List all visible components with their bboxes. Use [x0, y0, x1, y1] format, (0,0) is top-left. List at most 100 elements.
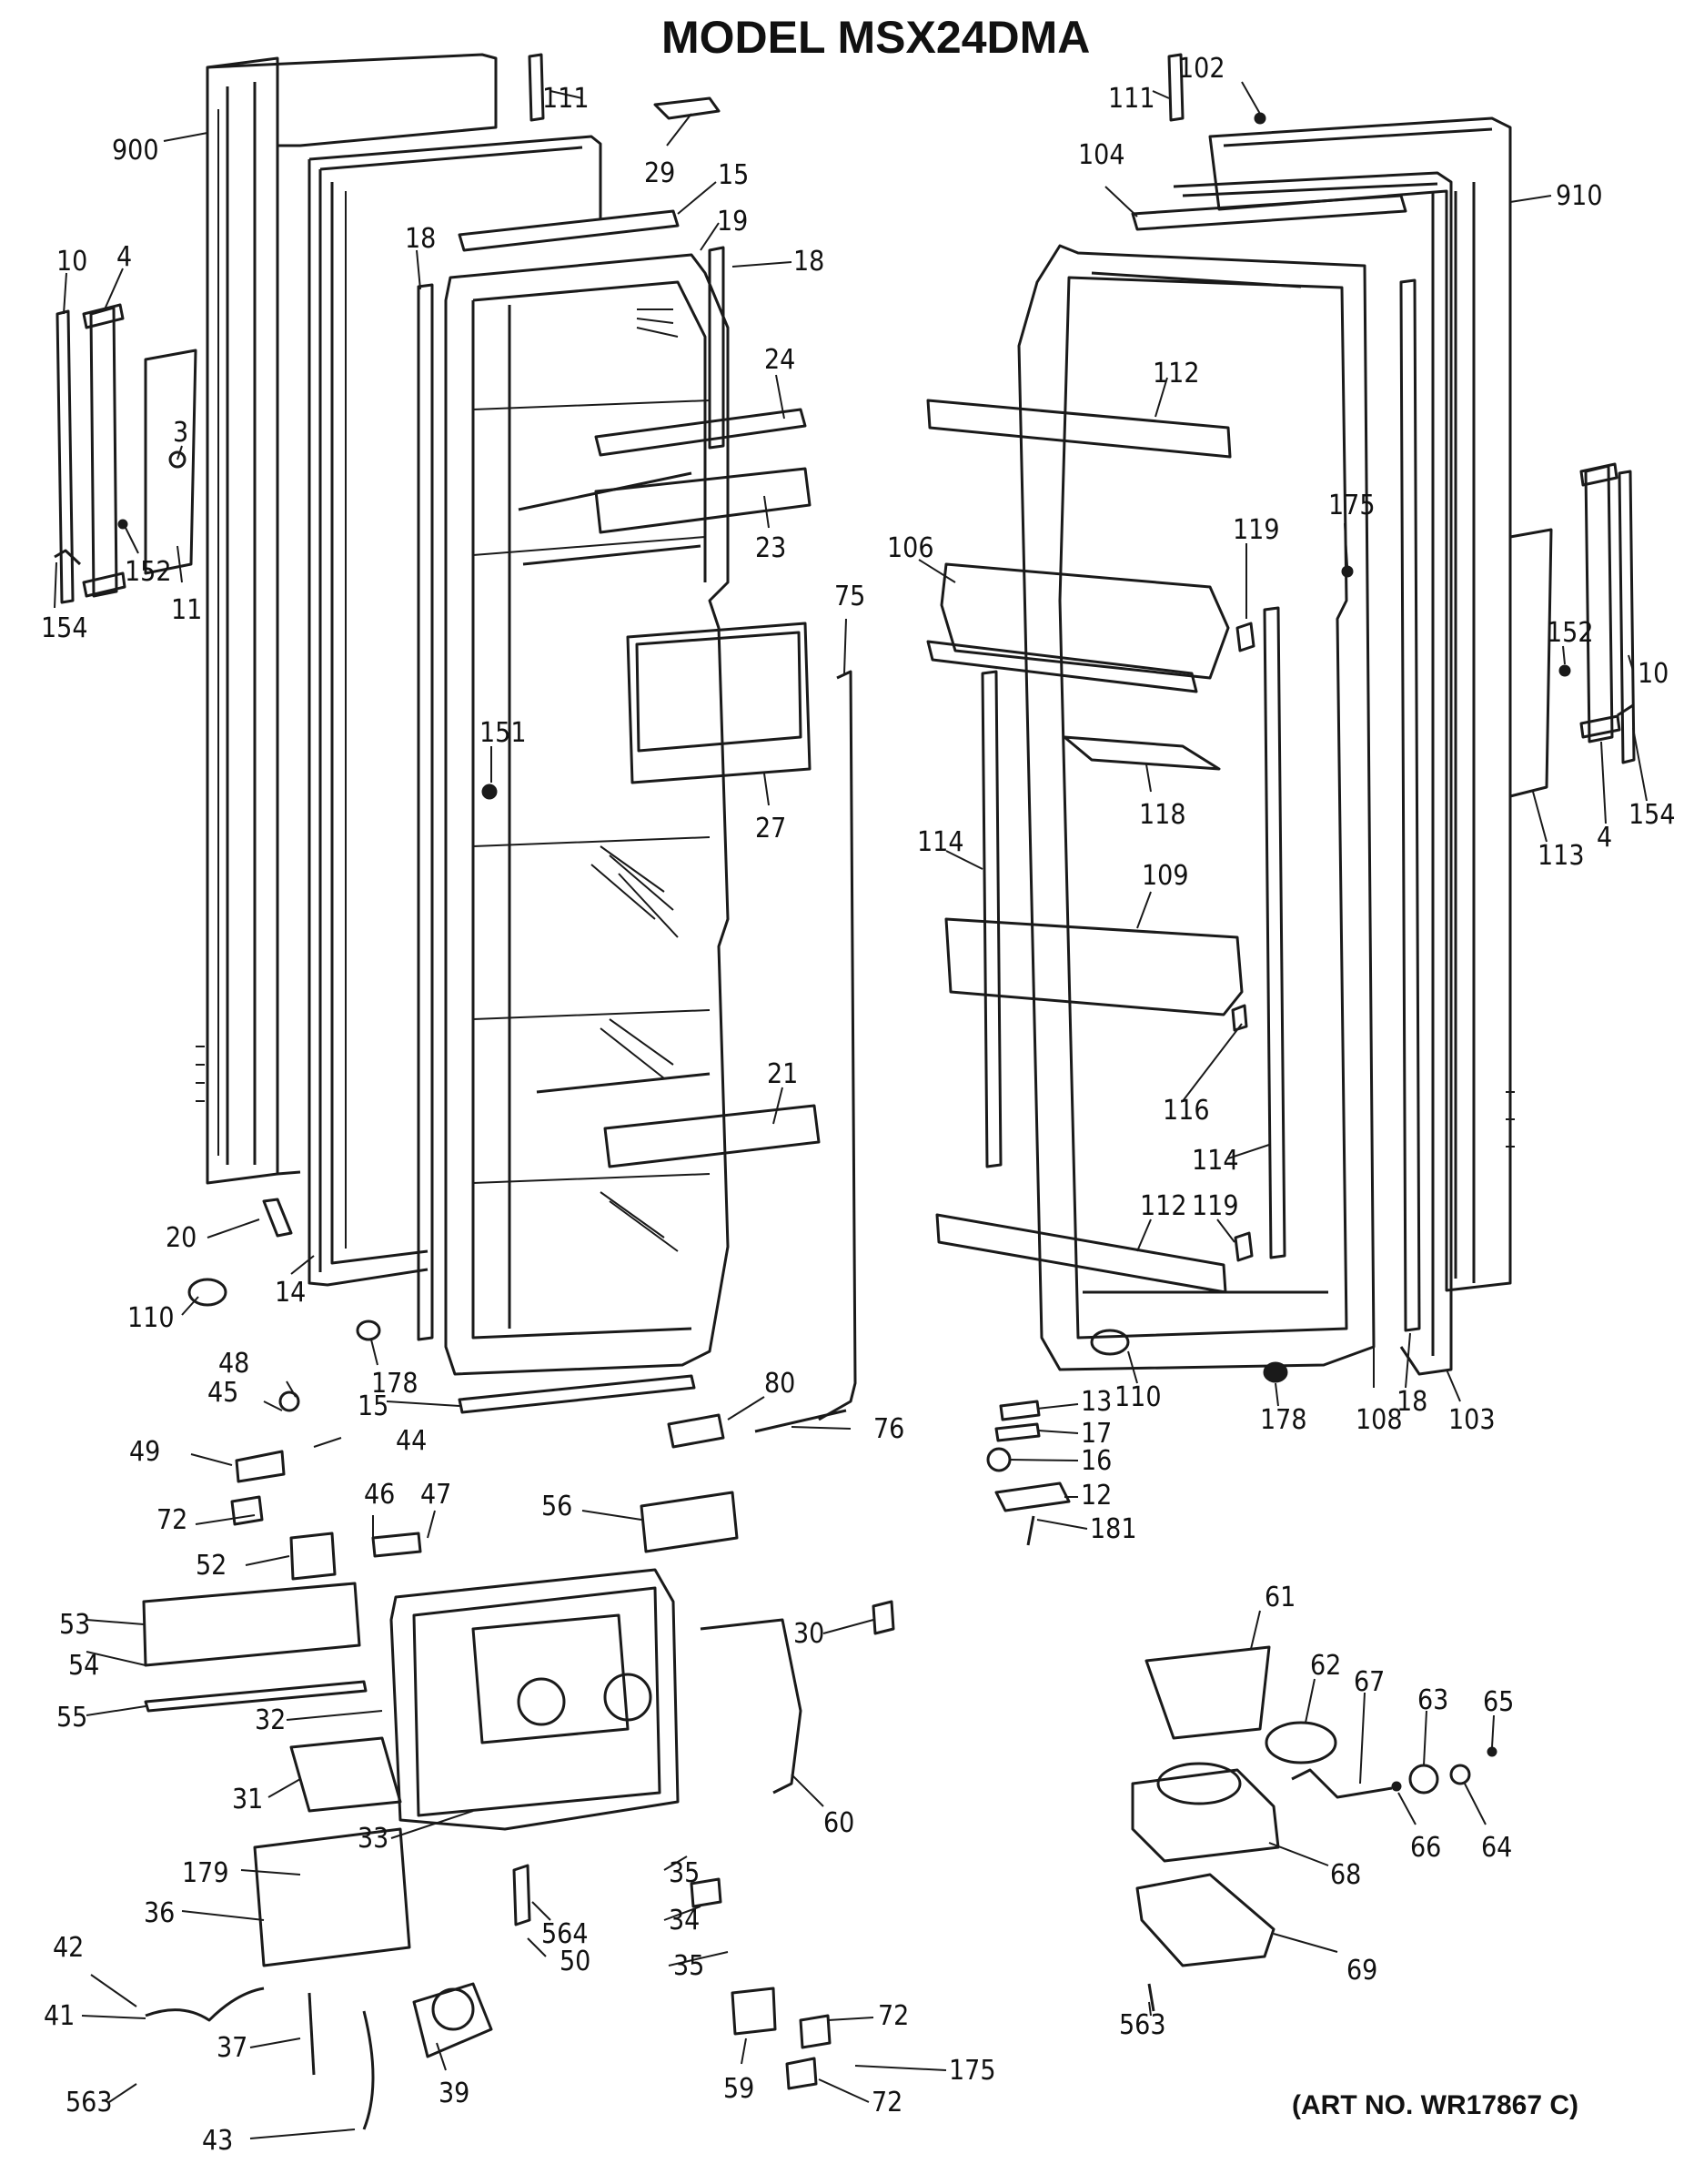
label-47: 47 [420, 1479, 451, 1511]
butter-compartment-106 [926, 562, 1230, 693]
label-46: 46 [364, 1479, 395, 1511]
shelf-bar-24 [594, 408, 807, 457]
label-33: 33 [358, 1823, 388, 1855]
label-64: 64 [1481, 1832, 1512, 1864]
label-24: 24 [764, 344, 795, 376]
plate-36 [253, 1827, 411, 1967]
label-30: 30 [793, 1618, 824, 1650]
freezer-door-liner [444, 253, 730, 1376]
ice-dispenser-cover-27 [626, 622, 812, 784]
label-152: 152 [125, 556, 172, 588]
top-trim-104 [1131, 194, 1407, 231]
dispenser-housing-33 [389, 1568, 680, 1831]
trim-55 [144, 1680, 368, 1713]
fresh-food-liner-108 [1017, 244, 1376, 1371]
label-910: 910 [1556, 180, 1603, 212]
art-number: (ART NO. WR17867 C) [1292, 2090, 1578, 2120]
misc-right-fasteners [1090, 53, 1634, 1383]
bottom-cap-15 [458, 1374, 696, 1414]
label-52: 52 [196, 1550, 227, 1582]
label-178: 178 [371, 1368, 418, 1400]
label-41: 41 [44, 2000, 75, 2032]
bin-109 [944, 917, 1244, 1016]
label-23: 23 [755, 532, 786, 564]
label-53: 53 [59, 1609, 90, 1641]
label-37: 37 [217, 2032, 247, 2064]
door-trim-strip-18-upper [708, 246, 725, 450]
bumper-178-left [356, 1320, 381, 1341]
label-18: 18 [405, 223, 436, 255]
top-cap-15 [458, 209, 680, 252]
fresh-food-gasket-103 [1173, 171, 1453, 1376]
label-63: 63 [1417, 1684, 1448, 1716]
label-15: 15 [358, 1390, 388, 1422]
label-110: 110 [1114, 1381, 1162, 1413]
label-50: 50 [560, 1946, 590, 1977]
label-11: 11 [171, 594, 202, 626]
label-59: 59 [723, 2073, 754, 2105]
label-21: 21 [767, 1058, 798, 1090]
label-4: 4 [1597, 822, 1612, 854]
label-12: 12 [1081, 1480, 1112, 1512]
label-175: 175 [949, 2055, 996, 2087]
door-strip-10-left [55, 309, 75, 604]
label-49: 49 [129, 1436, 160, 1468]
label-72: 72 [156, 1504, 187, 1536]
label-39: 39 [439, 2078, 469, 2109]
label-16: 16 [1081, 1445, 1112, 1477]
hinge-4-right [1579, 462, 1621, 743]
cam-80 [667, 1413, 725, 1449]
label-112: 112 [1153, 358, 1200, 389]
cover-plate-113 [1508, 528, 1553, 798]
label-56: 56 [541, 1491, 572, 1522]
label-154: 154 [1628, 799, 1676, 831]
label-111: 111 [542, 83, 590, 115]
label-113: 113 [1538, 840, 1585, 872]
label-109: 109 [1142, 860, 1189, 892]
switch-52 [289, 1532, 337, 1581]
cap-110-left [187, 1278, 227, 1307]
label-17: 17 [1081, 1418, 1112, 1450]
label-10: 10 [1638, 658, 1669, 690]
housing-69 [1135, 1873, 1275, 1967]
label-48: 48 [218, 1348, 249, 1380]
label-61: 61 [1265, 1582, 1296, 1613]
label-36: 36 [144, 1897, 175, 1929]
label-44: 44 [396, 1425, 427, 1457]
label-76: 76 [873, 1413, 904, 1445]
label-60: 60 [823, 1807, 854, 1839]
label-35: 35 [673, 1950, 704, 1982]
label-35: 35 [669, 1857, 700, 1889]
label-563: 563 [66, 2087, 113, 2118]
shelf-bar-23 [594, 467, 812, 534]
lever-41 [145, 1987, 265, 2022]
shelf-bar-112-upper [926, 399, 1232, 459]
door-trim-strip-18-left [417, 283, 434, 1341]
rod-75 [818, 670, 857, 1421]
label-19: 19 [717, 206, 748, 238]
leader-lines [54, 81, 1648, 2139]
rod-76 [754, 1409, 847, 1433]
label-80: 80 [764, 1368, 795, 1400]
label-18: 18 [793, 246, 824, 278]
hinge-4-left [82, 303, 126, 598]
door-strip-10-right [1618, 470, 1636, 764]
label-178: 178 [1260, 1404, 1307, 1436]
label-114: 114 [917, 826, 964, 858]
housing-68 [1131, 1762, 1280, 1863]
label-15: 15 [718, 159, 749, 191]
shelf-bar-112-lower [935, 1213, 1227, 1294]
rod-67 [1291, 1768, 1393, 1799]
clip-151 [481, 784, 498, 800]
label-75: 75 [834, 581, 865, 612]
label-103: 103 [1448, 1404, 1496, 1436]
diagram-title: MODEL MSX24DMA [661, 12, 1090, 63]
bracket-59 [731, 1987, 777, 2036]
label-152: 152 [1547, 617, 1594, 649]
screws-left-misc [54, 450, 187, 566]
label-900: 900 [112, 135, 159, 167]
bracket-60 [700, 1618, 802, 1795]
label-54: 54 [68, 1650, 99, 1682]
label-181: 181 [1090, 1513, 1137, 1545]
